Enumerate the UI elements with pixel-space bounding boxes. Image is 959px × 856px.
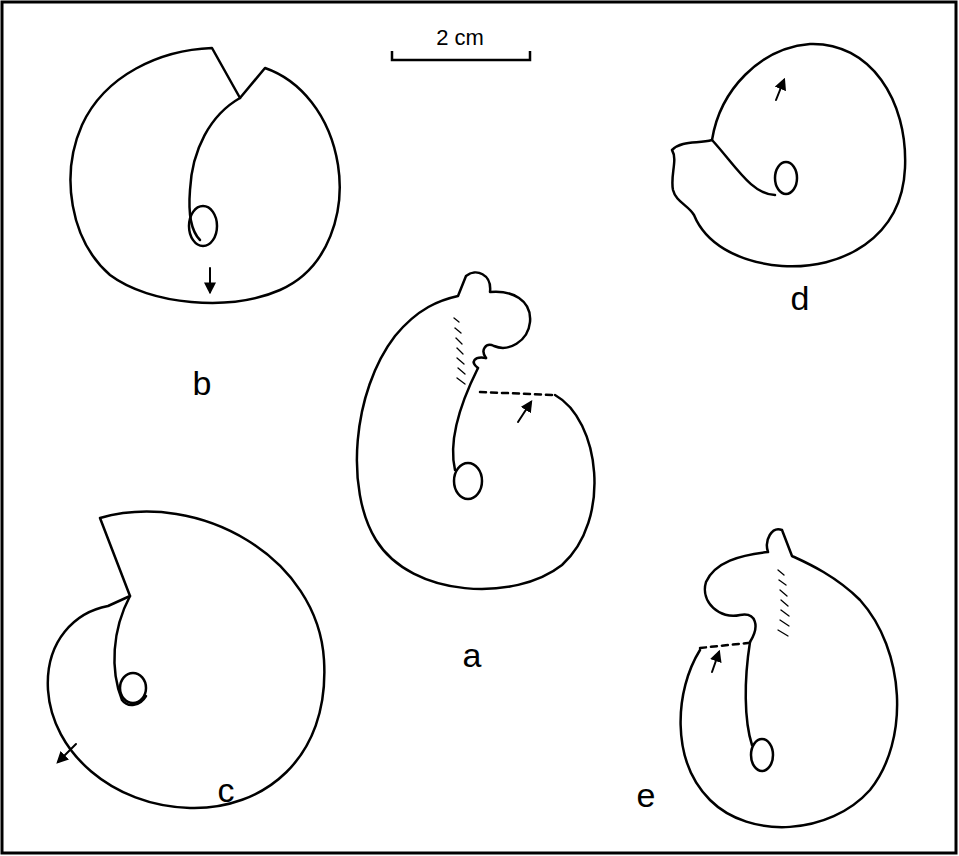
figure-letter: d	[791, 281, 810, 315]
figure-letter: b	[193, 366, 212, 400]
shell-b	[71, 48, 340, 303]
scale-bar	[392, 51, 530, 60]
scale-label: 2 cm	[436, 27, 484, 49]
shell-c	[48, 512, 325, 808]
shell-a	[357, 273, 595, 589]
figure-letter: a	[463, 638, 482, 672]
shell-d	[672, 44, 905, 266]
shell-e	[681, 529, 898, 827]
figure-letter: c	[218, 773, 235, 807]
figure-letter: e	[637, 778, 656, 812]
